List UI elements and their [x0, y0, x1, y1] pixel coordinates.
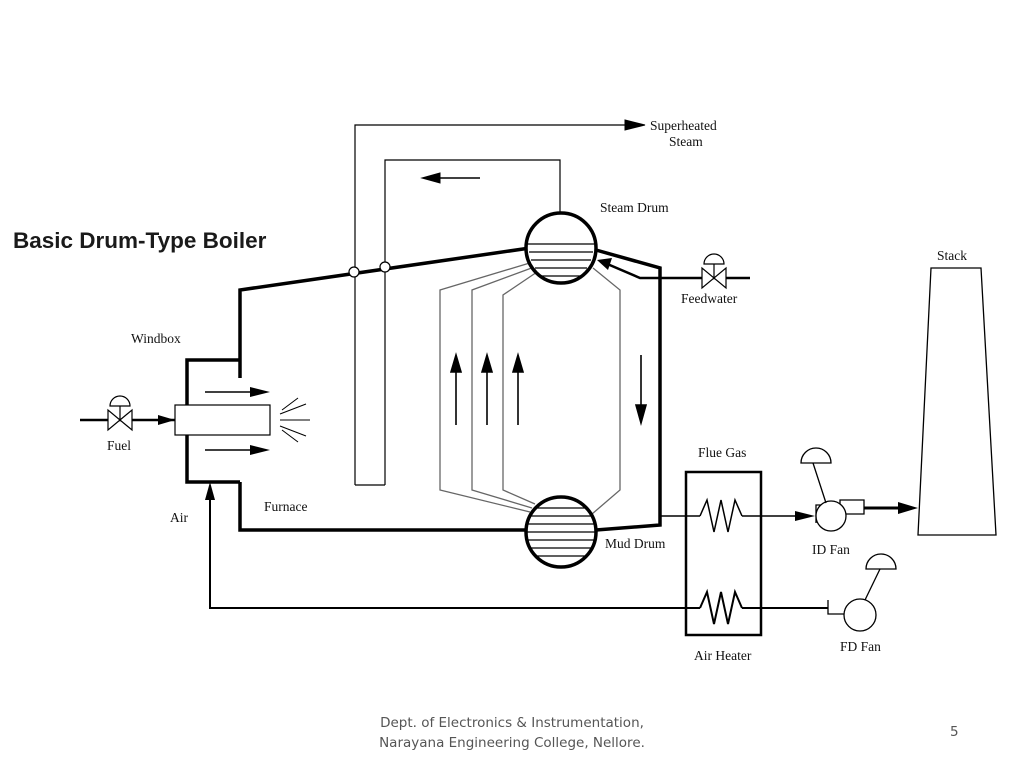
- label-windbox: Windbox: [131, 331, 181, 346]
- air-line: [209, 500, 828, 625]
- superheater-junction: [348, 266, 360, 278]
- flue-gas-line: [660, 497, 798, 533]
- slide-title: Basic Drum-Type Boiler: [13, 228, 267, 253]
- footer-line: Narayana Engineering College, Nellore.: [379, 735, 645, 751]
- label-fuel: Fuel: [107, 438, 131, 453]
- steam-drum: [524, 211, 598, 285]
- fuel-valve-icon: [107, 395, 133, 432]
- label-mud-drum: Mud Drum: [605, 536, 666, 551]
- label-flue-gas: Flue Gas: [698, 445, 746, 460]
- label-steam-drum: Steam Drum: [600, 200, 669, 215]
- label-air-heater: Air Heater: [694, 648, 752, 663]
- label-air: Air: [170, 510, 189, 525]
- slide-footer: Dept. of Electronics & Instrumentation, …: [312, 713, 712, 753]
- mud-drum: [524, 495, 598, 569]
- label-fd-fan: FD Fan: [840, 639, 881, 654]
- flame-icon: [279, 397, 310, 443]
- footer-line: Dept. of Electronics & Instrumentation,: [380, 715, 644, 731]
- page-number: 5: [950, 724, 959, 740]
- label-furnace: Furnace: [264, 499, 307, 514]
- fd-fan-icon: [827, 553, 897, 632]
- label-feedwater: Feedwater: [681, 291, 738, 306]
- label-stack: Stack: [937, 248, 967, 263]
- boiler-enclosure: [238, 246, 662, 532]
- feedwater-valve-icon: [701, 253, 727, 290]
- label-id-fan: ID Fan: [812, 542, 850, 557]
- stack: [917, 267, 997, 536]
- superheater-junction: [379, 261, 391, 273]
- feedwater-line: [597, 258, 750, 280]
- air-heater: [684, 470, 763, 637]
- riser-tubes: [439, 261, 621, 515]
- id-fan-outlet: [864, 502, 918, 514]
- label-superheated-steam: Superheated: [650, 118, 717, 133]
- label-superheated-steam: Steam: [669, 134, 703, 149]
- superheater: [354, 119, 646, 486]
- circulation-arrows: [449, 352, 648, 426]
- burner: [174, 387, 271, 455]
- id-fan-icon: [800, 447, 865, 532]
